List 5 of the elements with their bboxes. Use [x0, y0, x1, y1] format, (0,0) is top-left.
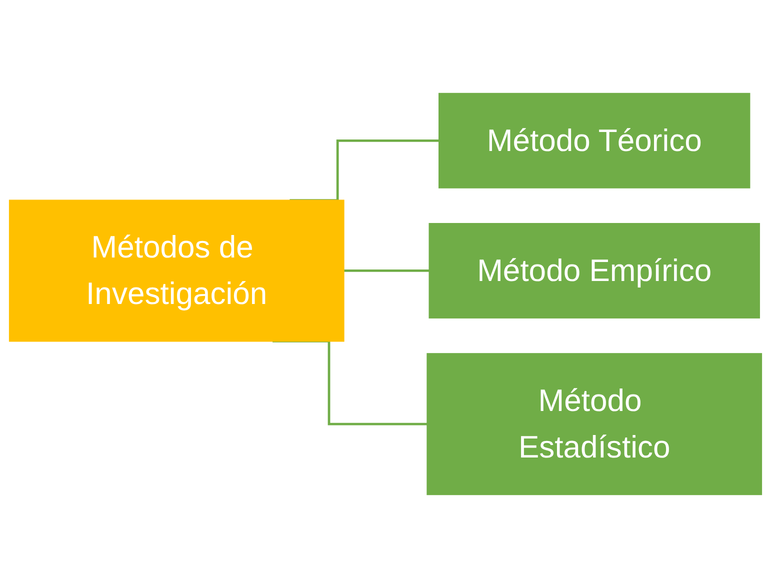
- node-box: Métodos de Investigación: [8, 200, 344, 342]
- connector: [344, 270, 430, 272]
- node-box: Método Estadístico: [426, 353, 762, 496]
- node-box: Método Empírico: [428, 222, 760, 318]
- node-box: Método Téorico: [438, 92, 750, 188]
